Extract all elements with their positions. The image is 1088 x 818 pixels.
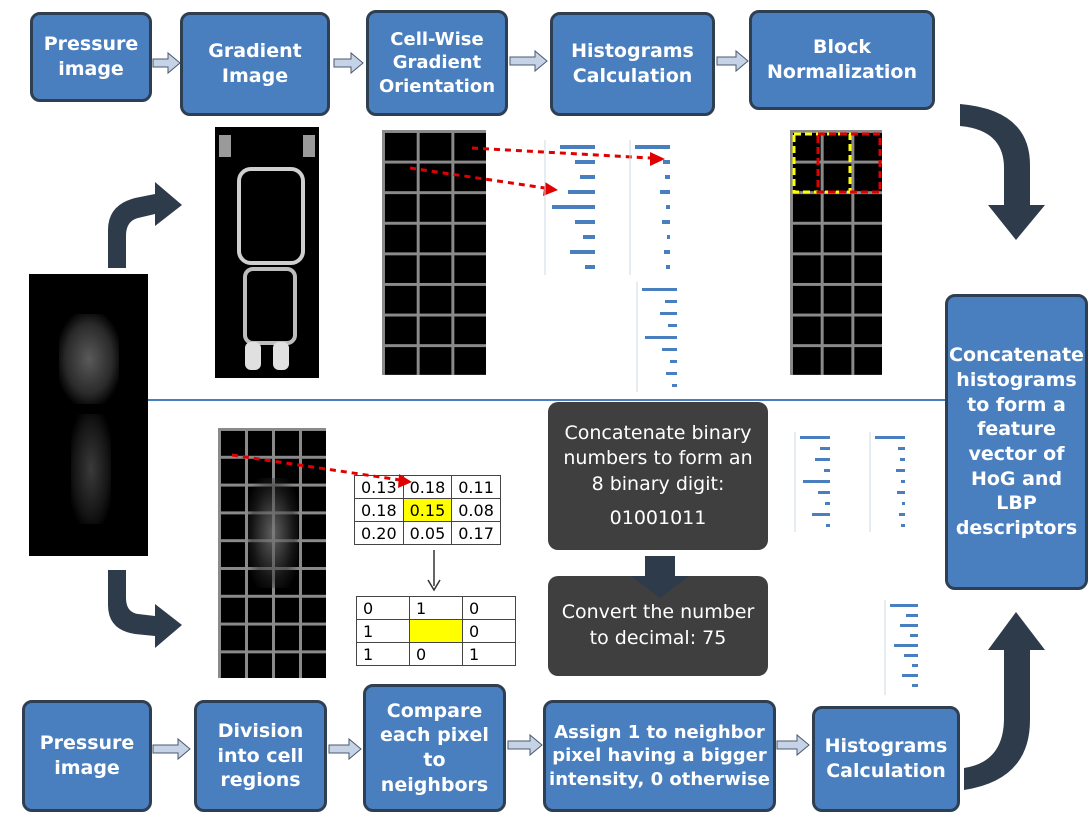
pressure-image-left xyxy=(29,274,148,556)
histogram-icon xyxy=(869,432,905,532)
lbp-step-assign-binary: Assign 1 to neighbor pixel having a bigg… xyxy=(543,700,776,812)
arrow-right-icon xyxy=(776,733,810,757)
block-highlight-yellow xyxy=(792,132,852,194)
curved-arrow-up-icon xyxy=(964,612,1045,790)
arrowhead-icon xyxy=(543,182,558,196)
histogram-icon xyxy=(636,282,677,392)
binary-number: 01001011 xyxy=(609,506,707,529)
arrow-right-icon xyxy=(328,737,362,761)
lbp-step-compare-pixels: Compare each pixel to neighbors xyxy=(363,684,506,812)
hog-step-pressure-image: Pressure image xyxy=(30,12,152,102)
lbp-step-pressure-image: Pressure image xyxy=(22,700,152,812)
down-block-arrow-icon xyxy=(631,556,689,598)
binary-cell: 0 xyxy=(356,596,410,620)
intensity-cell: 0.08 xyxy=(451,498,501,522)
arrow-right-icon xyxy=(152,737,191,761)
arrow-right-icon xyxy=(716,49,749,73)
arrow-down-icon xyxy=(427,579,441,592)
binary-cell: 0 xyxy=(462,619,516,643)
intensity-cell: 0.17 xyxy=(451,521,501,545)
cell-regions-grid xyxy=(218,428,326,678)
dashed-red-arrow xyxy=(231,453,401,482)
intensity-cell: 0.11 xyxy=(451,475,501,499)
block-highlight-red xyxy=(816,132,882,194)
binary-cell: 0 xyxy=(409,642,463,666)
intensity-cell: 0.20 xyxy=(354,521,404,545)
curved-arrow-down-right-icon xyxy=(108,570,182,648)
lbp-step-division-into-cell-regions: Division into cell regions xyxy=(194,700,327,812)
arrowhead-icon xyxy=(398,474,412,488)
arrow-right-icon xyxy=(333,51,364,75)
hog-step-cell-wise-gradient-orientation: Cell-Wise Gradient Orientation xyxy=(366,10,508,116)
block-normalization-grid xyxy=(790,130,882,375)
dashed-red-arrow xyxy=(409,166,546,190)
concatenate-feature-vector-box: Concatenate histograms to form a feature… xyxy=(945,294,1088,590)
binary-cell: 1 xyxy=(462,642,516,666)
arrow-right-icon xyxy=(509,49,548,73)
histogram-icon xyxy=(544,140,595,275)
hog-step-block-normalization: Block Normalization xyxy=(749,10,935,110)
histogram-icon xyxy=(884,600,918,695)
hog-step-histograms-calculation: Histograms Calculation xyxy=(550,12,715,116)
curved-arrow-down-icon xyxy=(960,104,1045,240)
arrow-right-icon xyxy=(507,733,543,757)
hog-step-gradient-image: Gradient Image xyxy=(180,12,330,116)
intensity-cell: 0.18 xyxy=(402,475,453,499)
dashed-red-arrow xyxy=(471,146,651,160)
binary-cell: 1 xyxy=(356,642,410,666)
lbp-step-histograms-calculation: Histograms Calculation xyxy=(812,706,960,812)
curved-arrow-up-right-icon xyxy=(108,182,182,268)
intensity-center-cell: 0.15 xyxy=(402,498,453,522)
histogram-icon xyxy=(794,432,830,532)
intensity-cell: 0.05 xyxy=(402,521,453,545)
binary-note-text: Concatenate binary numbers to form an 8 … xyxy=(563,421,753,495)
arrow-right-icon xyxy=(152,51,181,75)
gradient-image xyxy=(215,127,319,378)
arrowhead-icon xyxy=(650,152,665,166)
binary-concatenation-note: Concatenate binary numbers to form an 8 … xyxy=(548,402,768,550)
binary-cell: 1 xyxy=(356,619,410,643)
binary-cell: 0 xyxy=(462,596,516,620)
histogram-icon xyxy=(629,140,670,275)
